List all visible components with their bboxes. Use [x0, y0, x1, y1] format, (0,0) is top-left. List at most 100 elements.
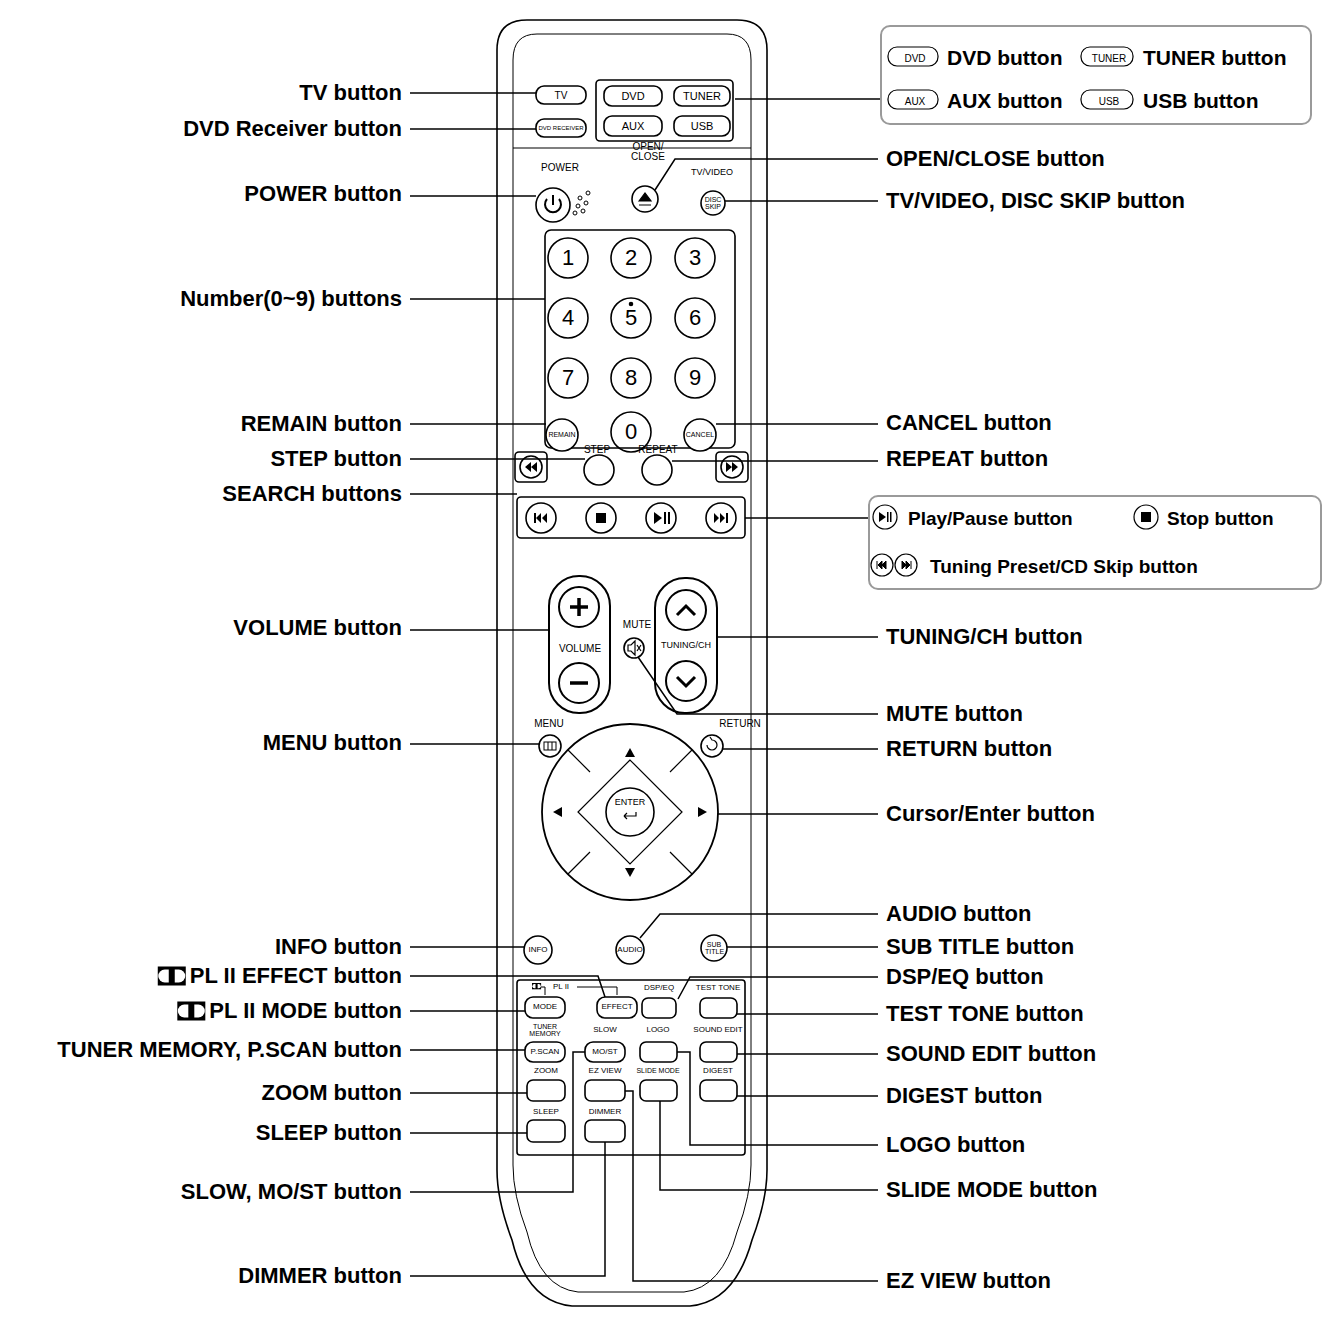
legend-label: AUX button — [947, 89, 1062, 112]
callout-label: INFO button — [275, 935, 402, 959]
callout-label: REMAIN button — [241, 412, 402, 436]
button-label: 4 — [562, 306, 574, 330]
callout-label: TV button — [299, 81, 402, 105]
callout-label: DIMMER button — [238, 1264, 402, 1288]
callout-label: Number(0~9) buttons — [180, 287, 402, 311]
aux-button — [604, 116, 662, 136]
button-label: 0 — [625, 420, 637, 444]
remote-body — [497, 20, 767, 1306]
open-close-button — [632, 186, 658, 212]
button-label: 1 — [562, 246, 574, 270]
subtitle-button — [701, 935, 727, 961]
dvd-button — [604, 86, 662, 106]
button-label: TV — [555, 90, 568, 101]
button-label: DISC SKIP — [704, 196, 722, 210]
legend-label: Tuning Preset/CD Skip button — [930, 557, 1198, 578]
legend-label: DVD button — [947, 46, 1062, 69]
eject-icon — [639, 193, 651, 205]
callout-label: EZ VIEW button — [886, 1269, 1051, 1293]
button-label: TUNING/CH — [661, 641, 711, 651]
tv-button — [536, 86, 586, 104]
remain-button — [546, 419, 578, 451]
pl2-bracket — [537, 987, 617, 995]
remote-band — [513, 147, 751, 148]
button-label: SLIDE MODE — [636, 1067, 679, 1075]
button-label: SUB TITLE — [705, 941, 723, 955]
callout-label: STEP button — [270, 447, 402, 471]
button-label: RETURN — [719, 718, 761, 729]
legend-box: Play/Pause buttonStop buttonTuning Prese… — [868, 495, 1322, 590]
button-icon-label: DVD — [904, 53, 925, 64]
callout-label: SLEEP button — [256, 1121, 402, 1145]
callout-label: DSP/EQ button — [886, 965, 1044, 989]
button-label: AUDIO — [617, 946, 642, 955]
callout-label: Cursor/Enter button — [886, 802, 1095, 826]
usb-button — [674, 116, 730, 136]
button-label: REPEAT — [638, 444, 677, 455]
callout-label: MUTE button — [886, 702, 1023, 726]
source-group — [596, 80, 733, 141]
button-label: INFO — [528, 946, 547, 955]
button-label: POWER — [541, 162, 579, 173]
transport-icons — [534, 512, 728, 524]
button-label: DIMMER — [589, 1108, 621, 1117]
callout-label: VOLUME button — [233, 616, 402, 640]
button-label: MODE — [533, 1003, 557, 1012]
remote-inner-outline — [513, 34, 751, 1292]
button-label: 8 — [625, 366, 637, 390]
dolby-symbol — [532, 983, 541, 989]
button-label: ZOOM — [534, 1067, 558, 1076]
button-label: VOLUME — [559, 643, 601, 654]
callout-label: SUB TITLE button — [886, 935, 1074, 959]
button-label: 7 — [562, 366, 574, 390]
button-label: PL II — [553, 983, 569, 992]
button-label: SLEEP — [533, 1108, 559, 1117]
menu-button — [539, 735, 561, 757]
callout-label: RETURN button — [886, 737, 1052, 761]
button-label: 6 — [689, 306, 701, 330]
button-label: 3 — [689, 246, 701, 270]
callout-label: PL II MODE button — [209, 999, 402, 1023]
button-label: 2 — [625, 246, 637, 270]
button-label: DSP/EQ — [644, 984, 674, 993]
leader-lines — [410, 93, 880, 1281]
return-button — [701, 735, 723, 757]
button-label: TUNER — [683, 90, 721, 102]
button-label: AUX — [622, 120, 645, 132]
disc-skip-button — [701, 191, 725, 215]
info-button — [524, 936, 552, 964]
transport-group — [517, 497, 745, 538]
mute-button — [624, 638, 644, 658]
button-label: TEST TONE — [696, 984, 740, 993]
callout-label: REPEAT button — [886, 447, 1048, 471]
search-group — [716, 452, 748, 482]
button-label: DVD — [621, 90, 644, 102]
button-label: 9 — [689, 366, 701, 390]
button-label: OPEN/ CLOSE — [628, 142, 668, 162]
dolby-symbol — [158, 967, 186, 986]
power-button — [536, 188, 570, 222]
search-forward-button — [721, 456, 743, 478]
legend-label: TUNER button — [1143, 46, 1286, 69]
repeat-button — [642, 455, 672, 485]
button-label: EZ VIEW — [589, 1067, 622, 1076]
callout-label: PL II EFFECT button — [190, 964, 402, 988]
button-label: P.SCAN — [531, 1048, 560, 1057]
button-label: MENU — [534, 718, 563, 729]
button-icon-label: USB — [1099, 96, 1120, 107]
number-pad — [545, 230, 735, 448]
callout-label: MENU button — [263, 731, 402, 755]
power-led-dots — [573, 191, 590, 215]
button-label: EFFECT — [601, 1003, 632, 1012]
callout-label: TEST TONE button — [886, 1002, 1084, 1026]
button-label: REMAIN — [548, 431, 575, 439]
cancel-button — [684, 419, 716, 451]
callout-label: AUDIO button — [886, 902, 1031, 926]
button-label: USB — [691, 120, 714, 132]
function-panel — [517, 980, 745, 1155]
callout-label: SLOW, MO/ST button — [181, 1180, 402, 1204]
button-label: ENTER — [615, 798, 646, 808]
enter-button — [606, 788, 654, 836]
callout-label: TUNING/CH button — [886, 625, 1083, 649]
button-icon-label: AUX — [905, 96, 926, 107]
